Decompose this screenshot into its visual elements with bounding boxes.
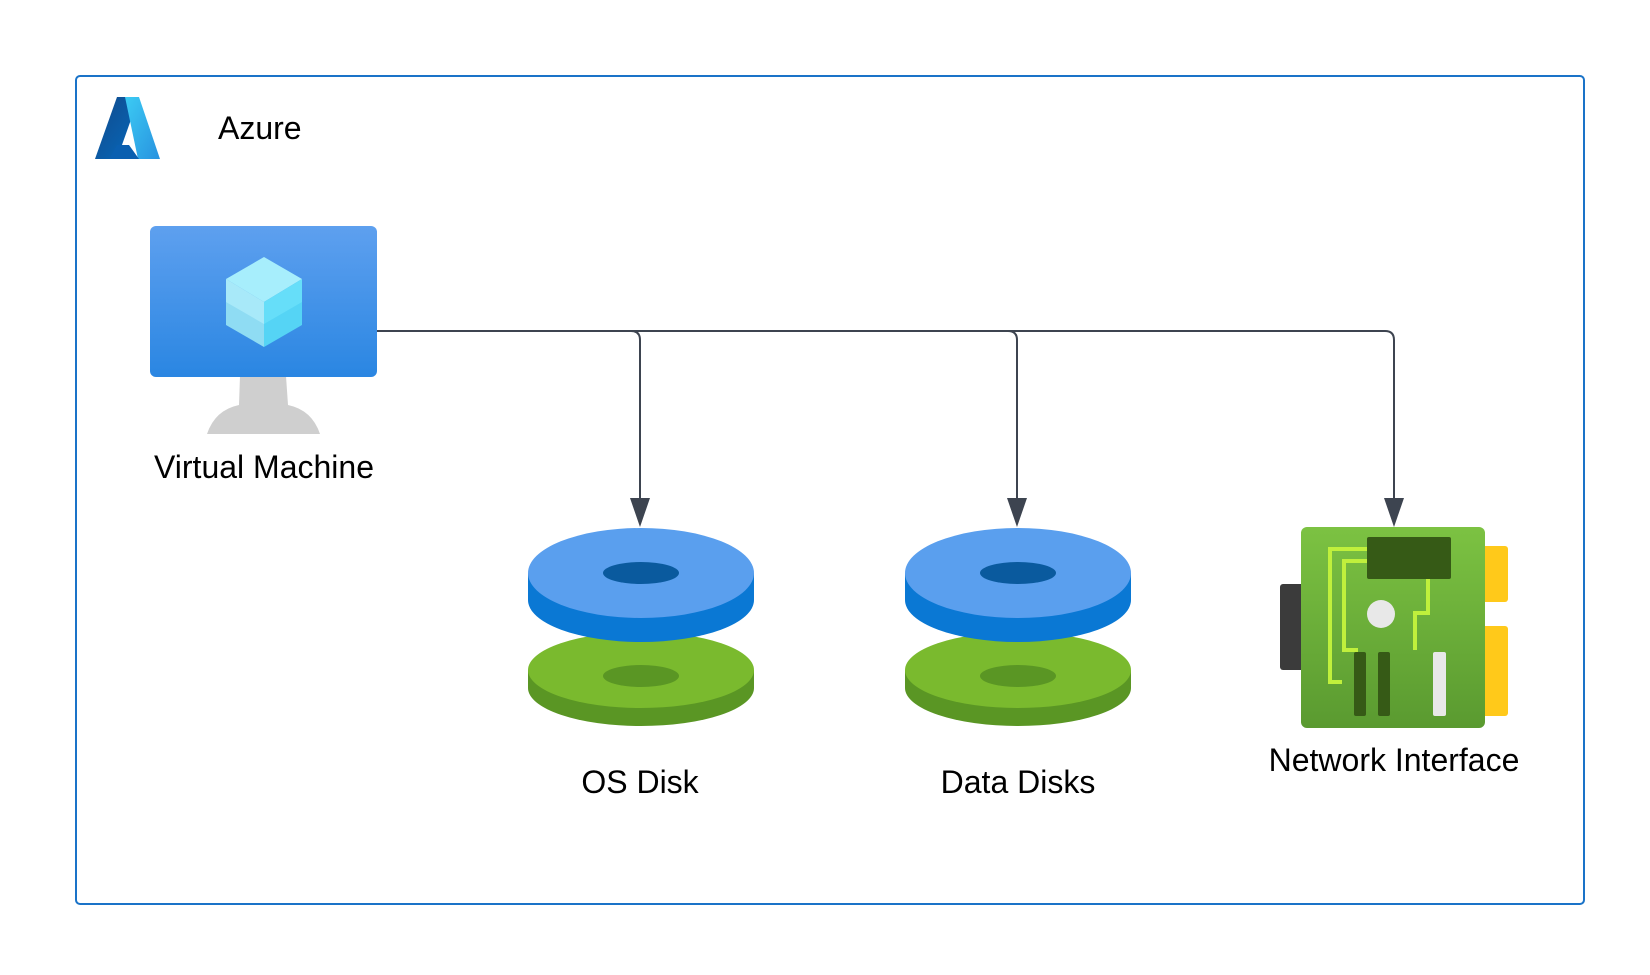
- arrowhead-network-interface: [1384, 498, 1404, 527]
- arrowhead-data-disks: [1007, 498, 1027, 527]
- arrowhead-os-disk: [630, 498, 650, 527]
- azure-group-container: [75, 75, 1585, 905]
- os-disk-label: OS Disk: [581, 764, 699, 800]
- os-disk-icon[interactable]: [528, 528, 754, 726]
- arrowheads: [630, 498, 1404, 527]
- connector-vm-to-os-disk: [377, 330, 641, 498]
- connectors: [377, 330, 1395, 498]
- data-disks-icon[interactable]: [905, 528, 1131, 726]
- virtual-machine-icon[interactable]: [150, 226, 377, 434]
- azure-group-title: Azure: [218, 110, 302, 146]
- network-interface-label: Network Interface: [1268, 742, 1520, 778]
- data-disks-label: Data Disks: [940, 764, 1096, 800]
- connector-vm-to-network-interface: [1008, 330, 1395, 498]
- network-interface-icon[interactable]: [1280, 527, 1508, 728]
- virtual-machine-label: Virtual Machine: [154, 449, 374, 485]
- connector-vm-to-data-disks: [631, 330, 1018, 498]
- azure-logo-icon: [95, 97, 160, 159]
